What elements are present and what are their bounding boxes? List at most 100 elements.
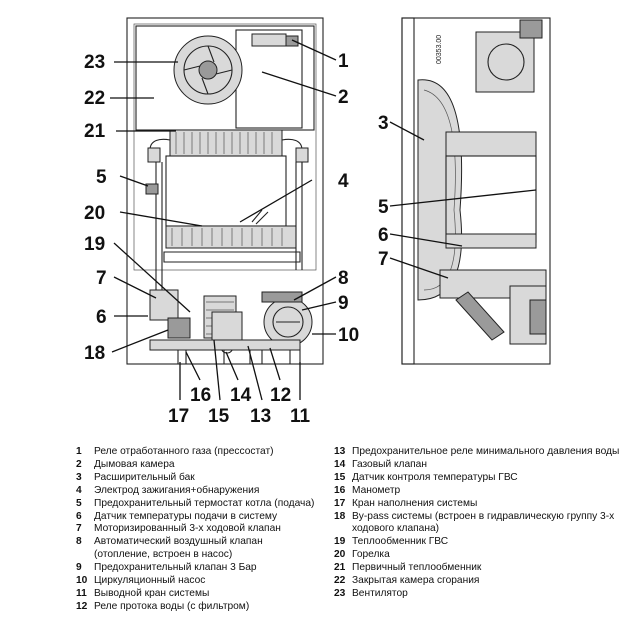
legend-text: Предохранительное реле минимального давл… [352, 446, 620, 457]
legend-text: Моторизированный 3-х ходовой клапан [94, 523, 281, 535]
burner [163, 225, 301, 263]
callout-5-side: 5 [378, 197, 389, 218]
legend-text: Дымовая камера [94, 458, 175, 470]
fan [173, 35, 243, 105]
callout-16: 16 [190, 385, 211, 406]
legend-number: 9 [76, 562, 82, 574]
side-burner [445, 233, 537, 249]
legend-item: 19 Теплообменник ГВС [334, 536, 624, 549]
legend-number: 3 [76, 471, 82, 483]
left-pipe [155, 162, 163, 290]
legend-text: Расширительный бак [94, 471, 195, 483]
legend-text: Электрод зажигания+обнаружения [94, 484, 260, 496]
legend-item: 13 Предохранительное реле минимального да… [334, 446, 624, 459]
callout-14: 14 [230, 385, 252, 406]
leader-lines [110, 39, 537, 401]
drawing-stamp: 00353.00 [436, 35, 443, 64]
legend-text: Циркуляционный насос [94, 575, 206, 587]
back-plate [401, 17, 415, 365]
callout-12: 12 [270, 385, 291, 406]
legend-text: Кран наполнения системы [352, 497, 478, 509]
legend-text: Газовый клапан [352, 458, 427, 470]
legend-number: 4 [76, 484, 82, 496]
side-fan [475, 19, 543, 93]
legend-number: 6 [76, 510, 82, 522]
legend-item: 2 Дымовая камера [76, 459, 321, 472]
callout-3: 3 [378, 113, 389, 134]
legend-number: 13 [334, 446, 346, 457]
bottom-rail [149, 339, 301, 351]
burner-chamber [165, 155, 287, 227]
legend-text: Датчик контроля температуры ГВС [352, 471, 518, 483]
pressostat [251, 33, 299, 47]
legend-number: 18 [334, 510, 346, 522]
legend-text: Теплообменник ГВС [352, 536, 449, 548]
callout-6: 6 [96, 307, 107, 328]
legend-number: 16 [334, 484, 346, 496]
legend-number: 1 [76, 446, 82, 457]
legend-number: 22 [334, 575, 346, 587]
legend-item: 8 Автоматический воздушный клапан (отопле… [76, 536, 321, 562]
legend-text: Вентилятор [352, 587, 408, 599]
callout-6-side: 6 [378, 225, 389, 246]
callout-8: 8 [338, 268, 349, 289]
three-way-valve [149, 289, 191, 339]
legend-item: 18 By-pass системы (встроен в гидравличес… [334, 511, 624, 537]
legend-item: 3 Расширительный бак [76, 472, 321, 485]
legend-text: Реле протока воды (с фильтром) [94, 600, 250, 612]
right-pipe [295, 162, 303, 270]
legend-item: 9 Предохранительный клапан 3 Бар [76, 562, 321, 575]
legend-item: 23 Вентилятор [334, 588, 624, 601]
legend-number: 21 [334, 562, 346, 574]
callout-20: 20 [84, 203, 105, 224]
legend-text: Автоматический воздушный клапан (отоплен… [94, 536, 263, 561]
legend-text: Выводной кран системы [94, 587, 210, 599]
callout-13: 13 [250, 406, 271, 427]
callout-22: 22 [84, 88, 105, 109]
legend-number: 2 [76, 458, 82, 470]
legend-item: 4 Электрод зажигания+обнаружения [76, 485, 321, 498]
legend-item: 11 Выводной кран системы [76, 588, 321, 601]
legend-text: Закрытая камера сгорания [352, 575, 480, 587]
legend-number: 5 [76, 497, 82, 509]
legend-item: 22 Закрытая камера сгорания [334, 575, 624, 588]
legend-text: By-pass системы (встроен в гидравлическу… [352, 510, 615, 535]
legend-number: 10 [76, 575, 88, 587]
callout-19: 19 [84, 234, 105, 255]
circulation-pump [261, 291, 313, 347]
callout-2: 2 [338, 87, 349, 108]
safety-thermostat [145, 183, 159, 195]
side-hydraulic-group [439, 269, 547, 345]
legend-number: 19 [334, 536, 346, 548]
legend-right-column: 13 Предохранительное реле минимального да… [334, 446, 624, 601]
legend-text: Предохранительный клапан 3 Бар [94, 562, 257, 574]
callout-numbers: 1 2 23 22 21 5 4 20 19 7 6 18 8 9 10 16 … [84, 51, 389, 427]
legend-text: Первичный теплообменник [352, 562, 482, 574]
side-view: 00353.00 [401, 17, 551, 365]
legend-number: 12 [76, 600, 88, 612]
ignition-electrode [251, 209, 269, 225]
callout-15: 15 [208, 406, 230, 427]
primary-heat-exchanger [147, 129, 309, 170]
callout-7: 7 [96, 268, 107, 289]
callout-4: 4 [338, 171, 349, 192]
legend-number: 23 [334, 587, 346, 599]
legend-number: 11 [76, 587, 87, 599]
callout-7-side: 7 [378, 249, 389, 270]
legend-number: 15 [334, 471, 346, 483]
legend-number: 17 [334, 497, 346, 509]
legend-item: 17 Кран наполнения системы [334, 498, 624, 511]
legend-number: 8 [76, 536, 82, 548]
legend-item: 7 Моторизированный 3-х ходовой клапан [76, 523, 321, 536]
legend-number: 7 [76, 523, 82, 535]
legend-item: 21 Первичный теплообменник [334, 562, 624, 575]
casing-inner [133, 23, 317, 271]
expansion-tank [417, 79, 463, 301]
boiler-diagram: 00353.00 1 2 23 22 21 5 [84, 17, 551, 427]
